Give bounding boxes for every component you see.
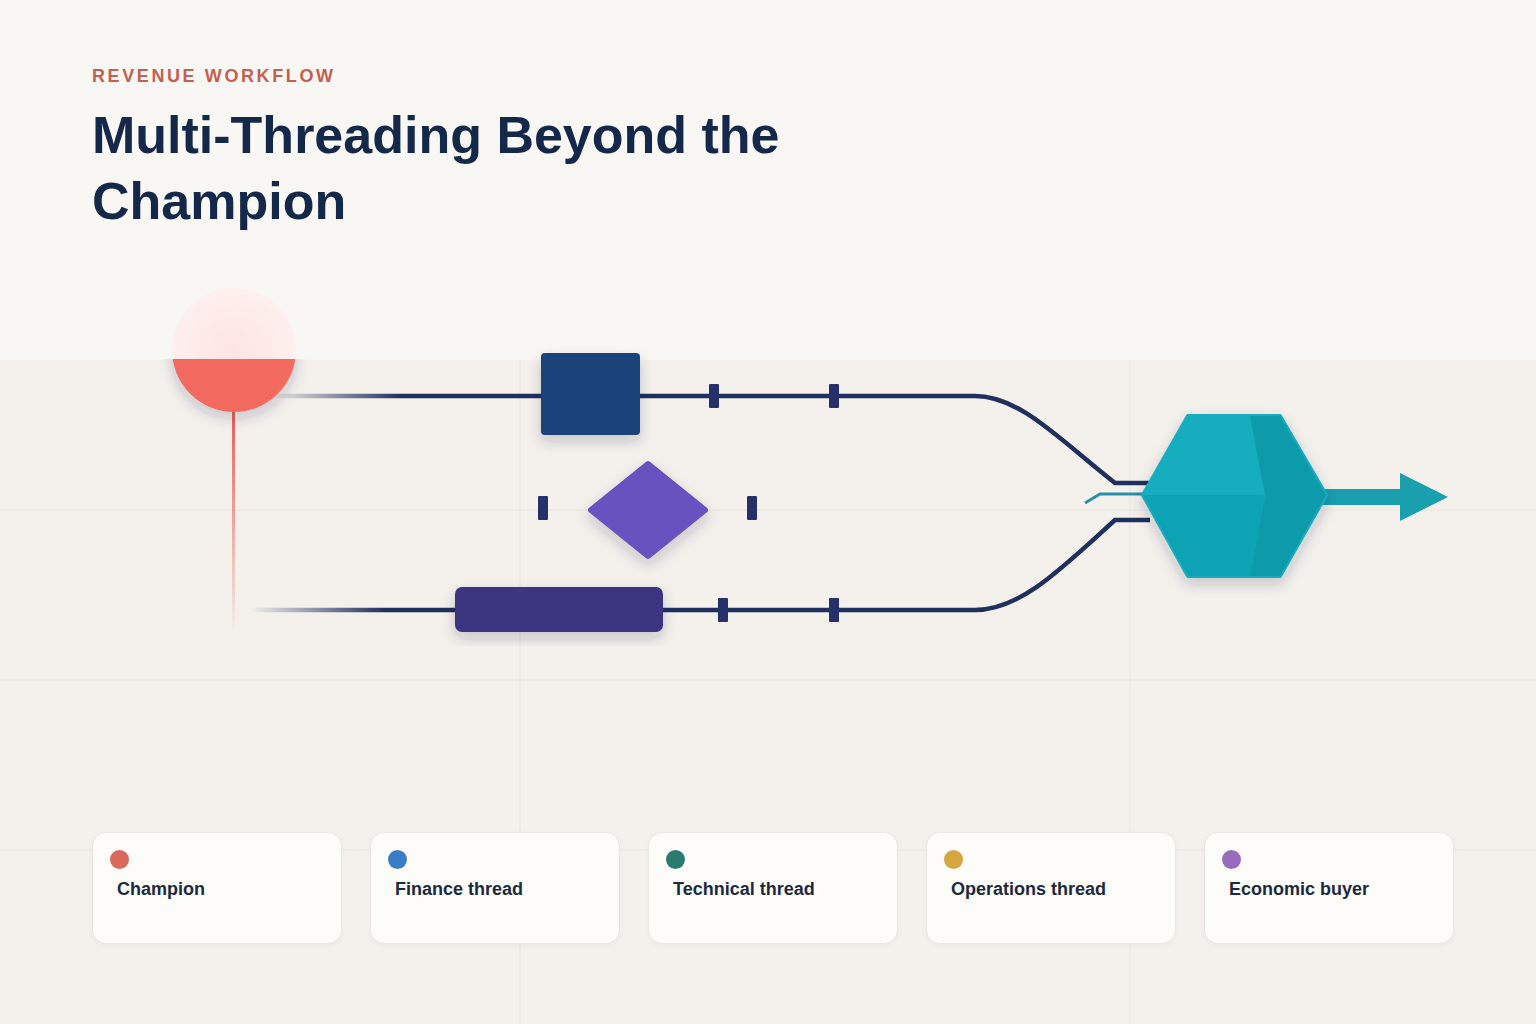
tick-mark: [538, 496, 548, 520]
merge-accent: [1085, 494, 1150, 503]
legend-swatch: [944, 850, 963, 869]
cube-face: [1143, 495, 1265, 576]
finance-square: [541, 353, 640, 435]
legend-swatch: [388, 850, 407, 869]
legend-text: Economic buyer: [1229, 879, 1449, 900]
grid: [0, 360, 1536, 1024]
thread-line: [270, 396, 1150, 483]
economic-buyer-cube: [1143, 416, 1326, 576]
grid-line: [0, 680, 1536, 681]
tick-mark: [709, 384, 719, 408]
tick-mark: [747, 496, 757, 520]
legend-card: Finance thread: [370, 832, 620, 944]
legend-swatch: [1222, 850, 1241, 869]
legend-swatch: [666, 850, 685, 869]
legend-swatch: [110, 850, 129, 869]
legend-text: Technical thread: [673, 879, 893, 900]
output-arrow: [1310, 473, 1448, 521]
legend-card: Operations thread: [926, 832, 1176, 944]
tick-mark: [718, 598, 728, 622]
tick-mark: [829, 598, 839, 622]
cube-outline: [1143, 416, 1326, 576]
legend-card: Economic buyer: [1204, 832, 1454, 944]
eyebrow-label: REVENUE WORKFLOW: [92, 66, 336, 87]
legend-text: Operations thread: [951, 879, 1171, 900]
legend-text: Champion: [117, 879, 337, 900]
champion-circle: [172, 359, 296, 412]
thread-line: [250, 520, 1150, 610]
operations-bar: [455, 587, 663, 632]
page-title: Multi-Threading Beyond the Champion: [92, 102, 892, 234]
champion-circle-top: [172, 288, 296, 412]
technical-diamond: [591, 464, 705, 556]
champion-drop-line: [232, 400, 235, 635]
legend-card: Champion: [92, 832, 342, 944]
tick-mark: [829, 384, 839, 408]
legend-card: Technical thread: [648, 832, 898, 944]
legend-text: Finance thread: [395, 879, 615, 900]
